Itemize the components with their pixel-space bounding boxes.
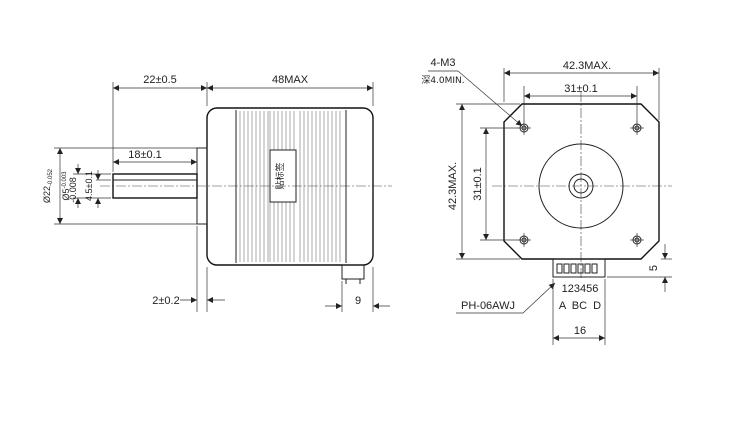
connector-pins-label: 123456 <box>562 283 599 295</box>
connector-leader <box>522 282 556 314</box>
boss-circle <box>538 143 624 229</box>
svg-text:Ø22-0.052: Ø22-0.052 <box>42 168 54 203</box>
motor-shaft <box>112 173 198 199</box>
front-connector <box>552 258 606 278</box>
dim-connector-width: 16 <box>574 325 586 337</box>
side-connector <box>341 264 365 280</box>
dim-holes: 4-M3 <box>430 57 455 69</box>
shaft-circle-outer <box>568 173 594 199</box>
shaft-circle-inner <box>573 178 589 194</box>
dim-hole-spacing-h: 31±0.1 <box>564 83 598 95</box>
dim-boss-height: 2±0.2 <box>152 295 179 307</box>
dim-width-max: 42.3MAX. <box>563 60 611 72</box>
dim-hole-depth: 深4.0MIN. <box>421 75 464 86</box>
front-view: 42.3MAX. 31±0.1 4-M3 深4.0MIN. 42.3MAX. 3… <box>421 57 672 345</box>
side-view: 贴标签 22±0.5 48MAX 18±0.1 Ø22-0.052 <box>42 74 392 312</box>
sticker-label: 贴标签 <box>274 162 286 189</box>
dim-shaft-flat: 18±0.1 <box>128 149 162 161</box>
dim-shaft-dia-tol-b: -0.008 <box>68 177 78 203</box>
connector-pins <box>556 263 598 274</box>
holes-leader <box>457 70 523 127</box>
dim-body-length: 48MAX <box>272 74 309 86</box>
connector-phases-label: A BC D <box>559 300 601 312</box>
dim-connector-depth: 9 <box>355 295 361 307</box>
svg-text:Ø5-0.003: Ø5-0.003 <box>61 171 71 201</box>
dim-boss-dia-tol: -0.052 <box>48 168 54 186</box>
dim-shaft-dia-tol-a: -0.003 <box>62 171 68 189</box>
dim-boss-dia: Ø22 <box>42 186 52 203</box>
connector-part-label: PH-06AWJ <box>461 300 515 312</box>
dim-shaft-flat-height: 4.5±0.1 <box>84 171 94 201</box>
dim-hole-spacing-v: 31±0.1 <box>472 167 484 201</box>
motor-face <box>503 103 660 260</box>
cooling-fins <box>239 111 341 262</box>
mounting-holes <box>517 121 644 247</box>
dim-shaft-dia: Ø5 <box>61 189 71 201</box>
sticker-box <box>269 149 297 203</box>
dim-flange-depth: 22±0.5 <box>143 74 177 86</box>
dim-height-max: 42.3MAX. <box>447 162 459 210</box>
dim-connector-offset: 5 <box>648 265 660 271</box>
